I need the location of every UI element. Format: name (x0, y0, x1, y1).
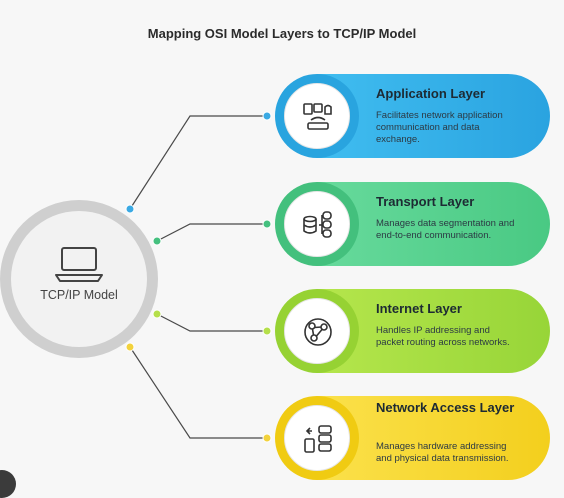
card-dot-transport (262, 219, 272, 229)
hub-dot-internet (152, 309, 162, 319)
hub-dot-network-access (125, 342, 135, 352)
hardware-icon (304, 425, 332, 453)
hub-dot-application (125, 204, 135, 214)
devices-icon (303, 103, 332, 130)
connector-lines (125, 111, 272, 443)
layer-title-application: Application Layer (376, 86, 486, 101)
diagram-title: Mapping OSI Model Layers to TCP/IP Model (147, 26, 417, 41)
tcpip-hub (0, 200, 158, 358)
hub-dot-transport (152, 236, 162, 246)
card-dot-internet (262, 326, 272, 336)
layer-description-network-access: Manages hardware addressing and physical… (376, 441, 509, 464)
layer-title-network-access: Network Access Layer (376, 400, 515, 415)
laptop-icon (55, 247, 103, 282)
layer-title-internet: Internet Layer (376, 301, 462, 316)
layer-description-transport: Manages data segmentation and end-to-end… (376, 218, 515, 241)
database-icon (303, 211, 332, 238)
layer-card-transport: Transport Layer Manages data segmentatio… (275, 182, 550, 266)
layer-card-application: Application Layer Facilitates network ap… (275, 74, 550, 158)
layer-card-network-access: Network Access Layer Manages hardware ad… (275, 396, 550, 480)
card-dot-network-access (262, 433, 272, 443)
hub-label: TCP/IP Model (40, 288, 118, 302)
card-dot-application (262, 111, 272, 121)
network-icon (304, 318, 332, 346)
layer-card-internet: Internet Layer Handles IP addressing and… (275, 289, 550, 373)
layer-description-internet: Handles IP addressing and packet routing… (376, 325, 510, 348)
layer-title-transport: Transport Layer (376, 194, 475, 209)
layer-description-application: Facilitates network application communic… (376, 110, 503, 145)
